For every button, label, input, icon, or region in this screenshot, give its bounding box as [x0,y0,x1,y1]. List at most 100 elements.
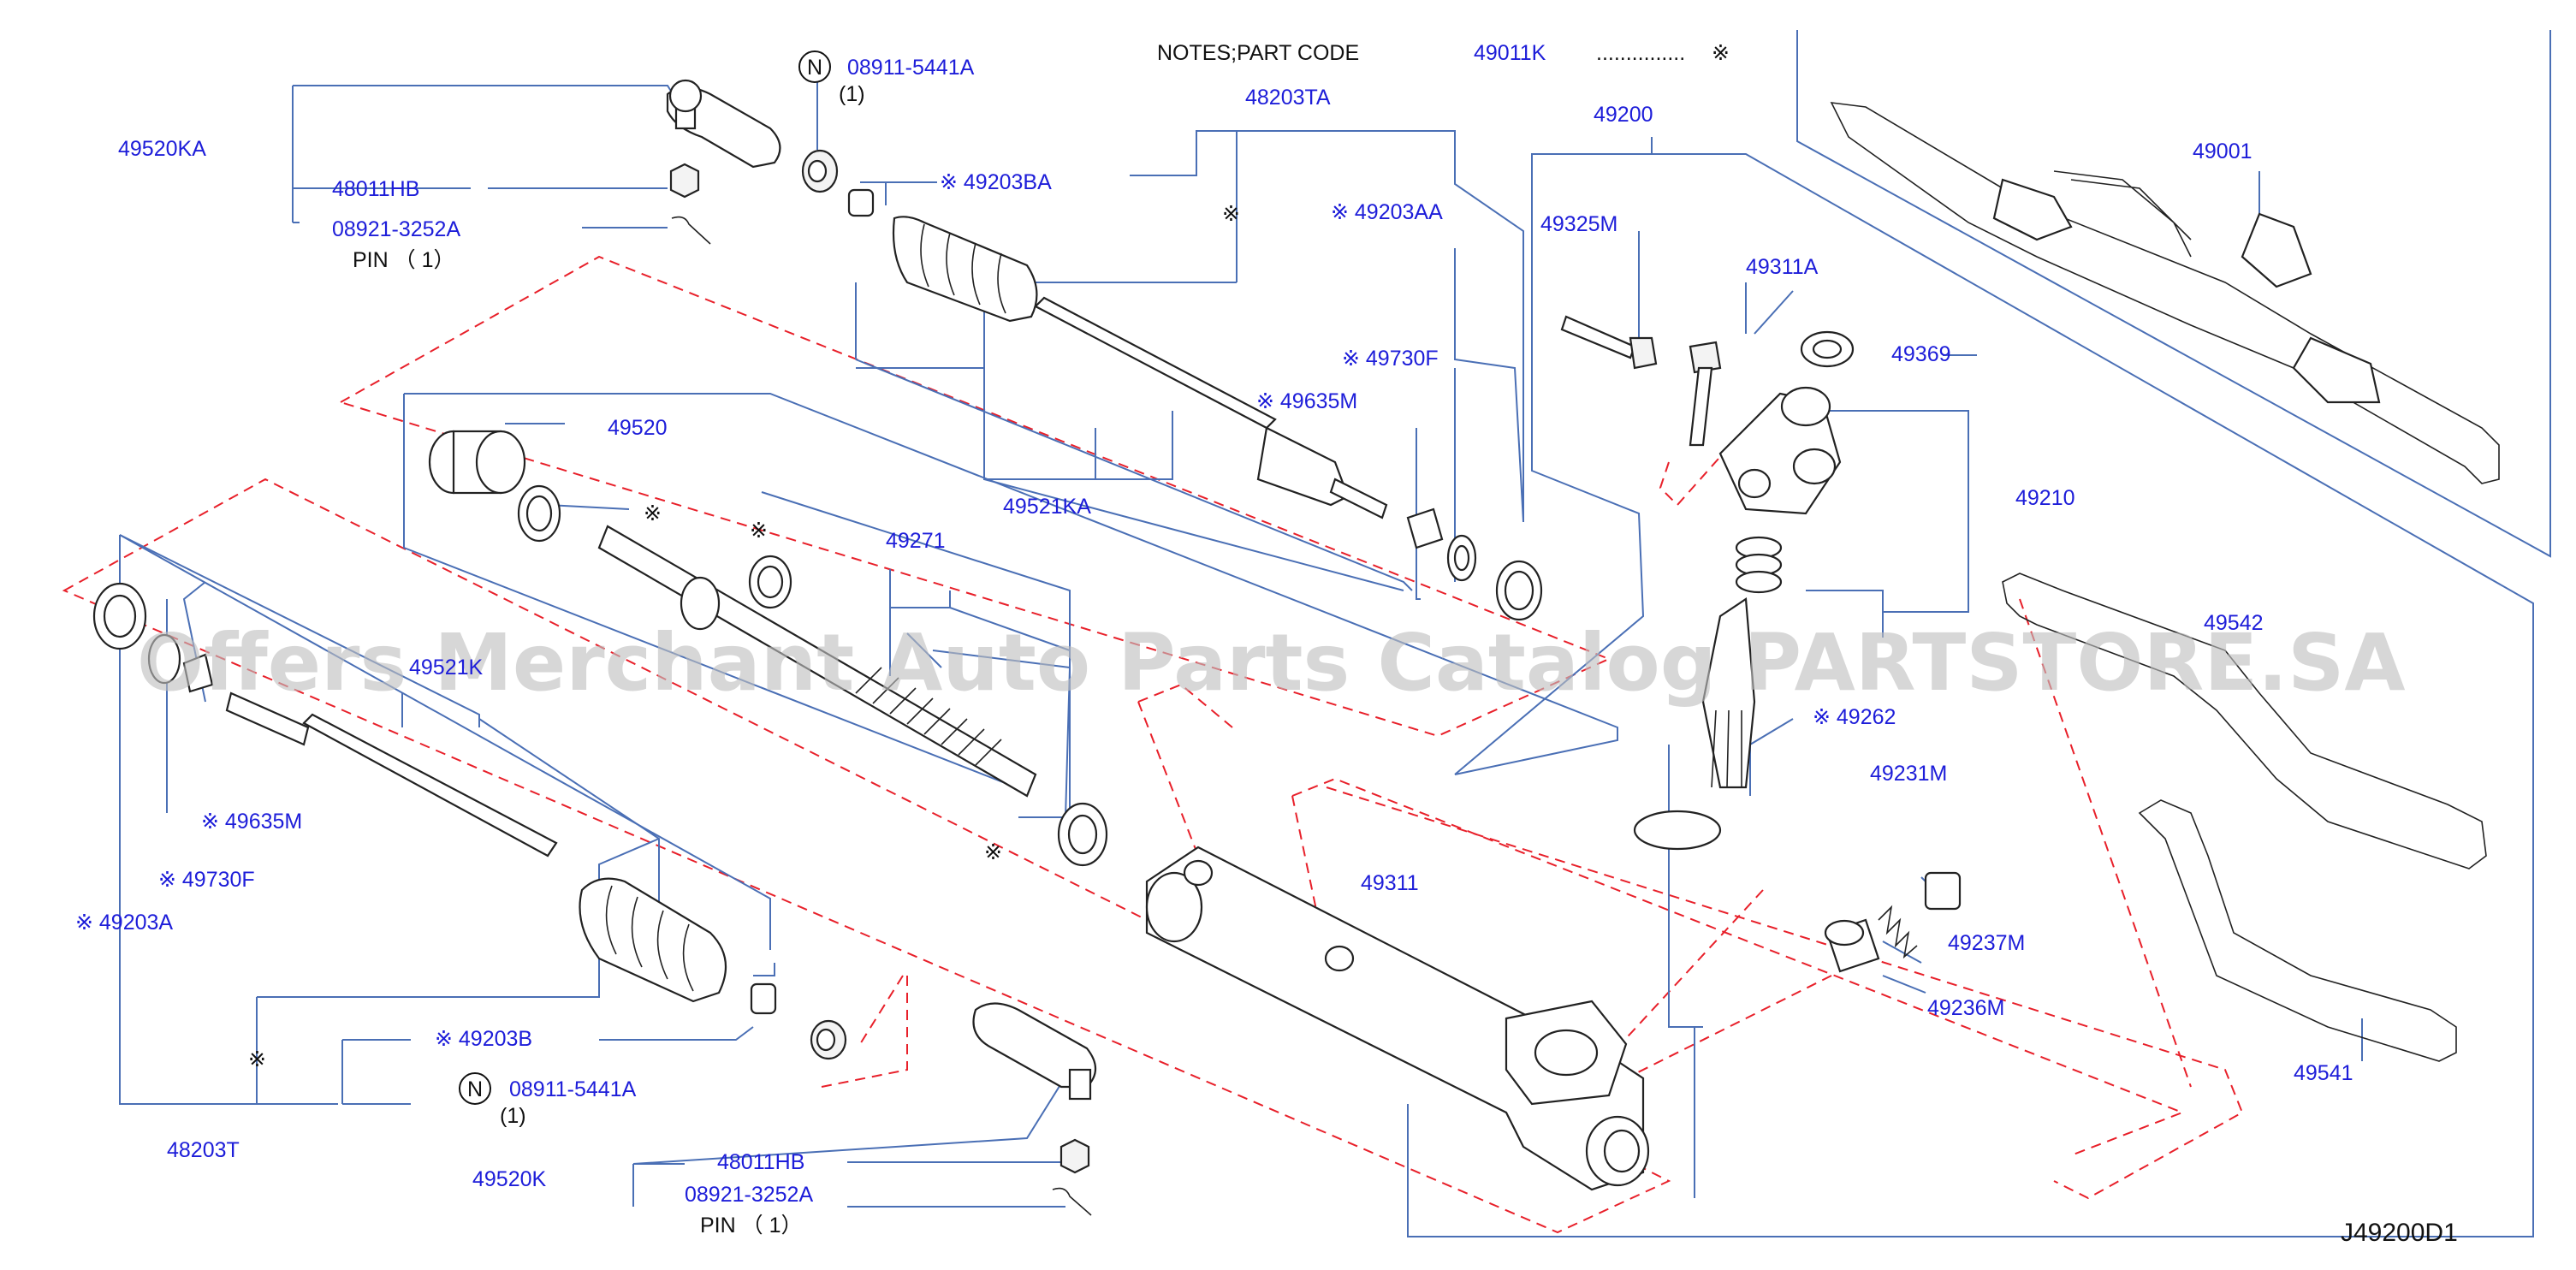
callout-49311A: 49311A [1746,255,1819,279]
notes-dots: ............... [1596,41,1685,65]
callout-08911-bottom: 08911-5441A [509,1077,637,1101]
top-cotter-pin [671,216,711,245]
callout-49730F-top: ※ 49730F [1342,347,1439,371]
seal-49271 [748,555,792,609]
mark-48203T: ※ [248,1047,266,1071]
callout-49635M-top: ※ 49635M [1256,389,1357,413]
diagram-reference-id: J49200D1 [2341,1219,2458,1247]
callout-49200: 49200 [1594,103,1653,127]
mark-49520: ※ [644,501,662,525]
top-nut [669,163,700,199]
upper-washer [1406,507,1444,549]
n-circle-top [798,50,831,83]
callout-48011HB-bottom: 48011HB [717,1150,804,1174]
tie-rod-end-outline [821,975,908,1088]
callout-n-bottom: N [467,1077,483,1101]
callout-49521K: 49521K [409,656,484,680]
callout-qty-top: (1) [839,82,865,106]
callout-08911-top: 08911-5441A [847,56,975,80]
bolt-49311A [1689,341,1722,447]
callout-49520: 49520 [608,416,668,440]
callout-49542: 49542 [2204,611,2264,635]
housing-outline [1137,683,2185,1156]
upper-ring [1446,534,1477,582]
pipe-49542 [2002,573,2487,869]
lower-tie-rod-end [972,1002,1097,1101]
watermark: Offers Merchant Auto Parts Catalog PARTS… [137,617,2406,709]
callout-49325M: 49325M [1540,212,1617,236]
top-lock-nut [801,149,839,193]
lower-cotter-pin [1052,1187,1092,1216]
callout-49730F-left: ※ 49730F [158,868,255,892]
callout-labels: 49520KA 48011HB 08921-3252A PIN （ 1） N 0… [75,50,2353,1237]
callout-48203TA: 48203TA [1245,86,1331,110]
n-circle-bottom [459,1072,491,1105]
callout-qty-bottom: (1) [500,1104,526,1128]
callout-49203AA: ※ 49203AA [1331,200,1443,224]
gear-housing-49311 [1145,846,1650,1191]
callout-49311: 49311 [1361,871,1419,895]
callout-49237M: 49237M [1948,931,2025,955]
lower-inner-rod [225,691,558,858]
callout-48203T: 48203T [167,1138,240,1162]
seal-ring-left [517,484,561,543]
steering-gear-assy-49001 [1830,102,2500,484]
notes-code: 49011K [1474,41,1546,65]
callout-49521KA: 49521KA [1003,495,1091,519]
rack-shaft [597,525,1037,798]
callout-48011HB-top: 48011HB [332,177,419,201]
valve-housing-49210 [1718,386,1842,515]
upper-inner-rod [1034,296,1388,519]
yoke-49236M [1824,918,1880,973]
seal-right [1057,802,1108,867]
callout-49210: 49210 [2015,486,2075,510]
lower-nut [1059,1138,1090,1174]
lower-ring [147,633,181,685]
lower-rod-outline [62,478,1671,1234]
seals-stack [1735,536,1783,594]
notes-header: NOTES;PART CODE 49011K ............... ※ [1157,41,1730,65]
mark-48203TA: ※ [1222,202,1240,226]
notes-label: NOTES;PART CODE [1157,41,1359,65]
callout-49262: ※ 49262 [1813,705,1896,729]
leader-lines [119,30,2551,1237]
lower-clamp-small [750,982,777,1015]
callout-49271: 49271 [886,529,946,553]
callout-49203A: ※ 49203A [75,911,173,935]
lower-washer [182,653,214,693]
pinion-outline [1557,427,2192,1113]
mark-49271: ※ [750,519,768,543]
upper-rod-outline [338,255,1611,738]
callout-49541: 49541 [2294,1061,2353,1085]
upper-boot [892,216,1038,323]
bushing-49520 [428,430,526,495]
mark-seal: ※ [984,840,1002,864]
callout-49001: 49001 [2193,139,2253,163]
pinion-49262 [1633,597,1756,851]
spring-49237M [1878,905,1918,959]
callout-49635M-left: ※ 49635M [201,810,302,834]
callout-49203B: ※ 49203B [435,1027,532,1051]
notes-mark: ※ [1712,41,1730,65]
top-clamp-small [847,188,875,217]
callout-49231M: 49231M [1870,762,1947,786]
callout-n-top: N [807,56,822,80]
lower-boot [579,877,727,1003]
callout-49520KA: 49520KA [118,137,206,161]
upper-clip [1495,560,1543,621]
callout-49369: 49369 [1891,342,1951,366]
assembly-outlines [62,255,2244,1234]
bolt-49325M [1560,315,1658,370]
callout-49203BA: ※ 49203BA [940,170,1052,194]
lower-clip [92,582,147,650]
callout-49520K: 49520K [472,1167,547,1191]
callout-08921-top: 08921-3252A [332,217,460,241]
pipe-49541 [2138,799,2457,1062]
top-tie-rod-end [666,79,781,169]
lower-lock-nut [810,1019,847,1060]
plug-49231M [1924,871,1962,911]
callout-pin-bottom: PIN （ 1） [700,1214,802,1237]
callout-49236M: 49236M [1927,996,2004,1020]
callout-08921-bottom: 08921-3252A [685,1183,813,1207]
